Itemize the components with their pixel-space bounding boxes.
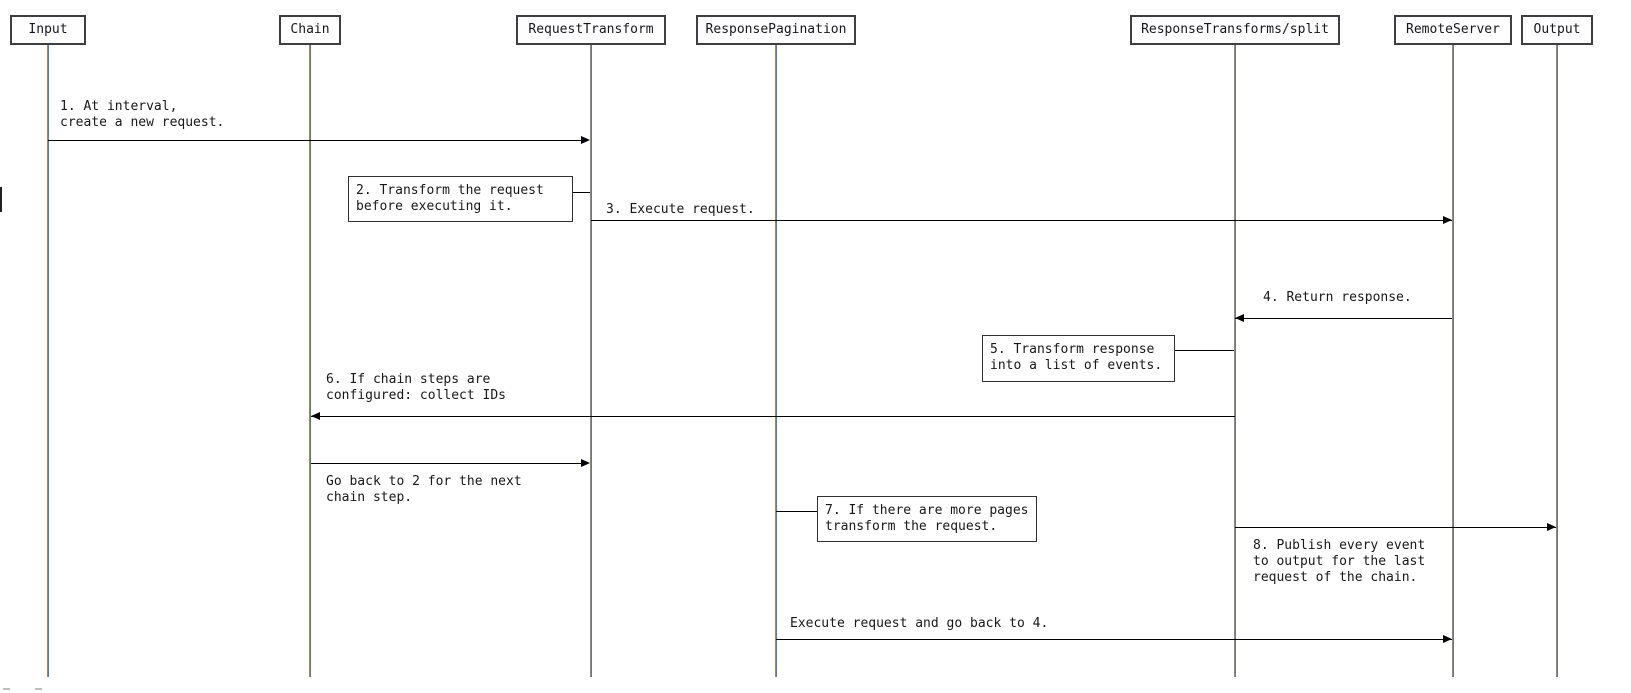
note-box-7: 7. If there are more pages transform the… xyxy=(817,496,1037,542)
actor-label-remote-server: RemoteServer xyxy=(1406,22,1500,37)
arrowhead-left-4 xyxy=(1235,314,1244,322)
message-arrow-8 xyxy=(1235,527,1556,528)
message-arrow-4 xyxy=(1235,318,1452,319)
message-label-exec4: Execute request and go back to 4. xyxy=(790,616,1049,631)
note-connector-5 xyxy=(1175,350,1234,351)
actor-label-output: Output xyxy=(1533,22,1581,37)
message-label-8: 8. Publish every event to output for the… xyxy=(1253,538,1426,585)
bottom-left-mark-artifact xyxy=(35,688,42,690)
actor-box-response-pagination: ResponsePagination xyxy=(696,15,856,45)
bottom-left-mark-artifact xyxy=(3,688,10,690)
actor-box-remote-server: RemoteServer xyxy=(1394,15,1512,45)
message-arrow-6 xyxy=(311,416,1235,417)
message-label-1: 1. At interval, create a new request. xyxy=(60,99,225,130)
lifeline-input xyxy=(47,45,49,677)
note-box-2: 2. Transform the request before executin… xyxy=(348,176,573,222)
lifeline-response-transforms-split xyxy=(1234,45,1236,677)
actor-label-response-transforms-split: ResponseTransforms/split xyxy=(1141,22,1329,37)
note-connector-2 xyxy=(572,192,590,193)
message-arrow-go-back xyxy=(311,463,582,464)
message-label-4: 4. Return response. xyxy=(1263,290,1412,305)
arrowhead-right-exec4 xyxy=(1443,635,1452,643)
actor-label-input: Input xyxy=(28,22,68,37)
message-label-6: 6. If chain steps are configured: collec… xyxy=(326,372,507,403)
arrowhead-right-1 xyxy=(581,136,590,144)
lifeline-output xyxy=(1556,45,1558,677)
actor-box-input: Input xyxy=(10,15,86,45)
arrowhead-right-go-back xyxy=(581,459,590,467)
note-connector-7 xyxy=(776,511,817,512)
actor-label-request-transform: RequestTransform xyxy=(528,22,654,37)
actor-label-response-pagination: ResponsePagination xyxy=(705,22,847,37)
arrowhead-right-8 xyxy=(1547,523,1556,531)
actor-box-request-transform: RequestTransform xyxy=(516,15,666,45)
actor-label-chain: Chain xyxy=(290,22,330,37)
lifeline-remote-server xyxy=(1452,45,1454,677)
lifeline-response-pagination xyxy=(775,45,777,677)
actor-box-output: Output xyxy=(1521,15,1593,45)
actor-box-chain: Chain xyxy=(279,15,341,45)
left-edge-tick-artifact xyxy=(0,187,2,212)
note-box-5: 5. Transform response into a list of eve… xyxy=(982,335,1175,382)
message-label-3: 3. Execute request. xyxy=(606,202,755,217)
message-arrow-3 xyxy=(591,220,1452,221)
arrowhead-right-3 xyxy=(1443,216,1452,224)
message-arrow-1 xyxy=(48,140,582,141)
arrowhead-left-6 xyxy=(311,412,320,420)
message-arrow-exec4 xyxy=(776,639,1452,640)
lifeline-request-transform xyxy=(590,45,592,677)
message-label-go-back: Go back to 2 for the next chain step. xyxy=(326,474,522,505)
lifeline-chain xyxy=(309,45,311,677)
actor-box-response-transforms-split: ResponseTransforms/split xyxy=(1130,15,1340,45)
